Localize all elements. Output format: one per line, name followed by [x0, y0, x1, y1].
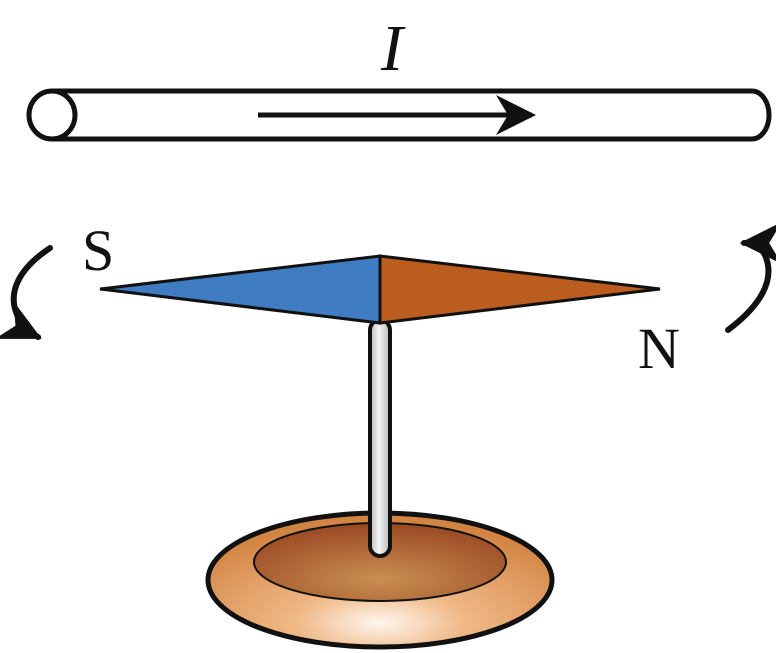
current-label: I	[380, 12, 406, 85]
rotation-left-icon	[0, 245, 53, 340]
needle-north-half	[378, 254, 661, 325]
magnetic-needle	[99, 254, 661, 325]
wire-end	[26, 88, 78, 142]
south-pole-label: S	[82, 218, 114, 283]
wire	[26, 88, 772, 142]
rotation-right-icon	[725, 222, 776, 333]
pivot-rod	[368, 318, 392, 558]
needle-south-half	[99, 254, 382, 325]
north-pole-label: N	[638, 316, 680, 381]
compass-stand	[205, 318, 555, 650]
